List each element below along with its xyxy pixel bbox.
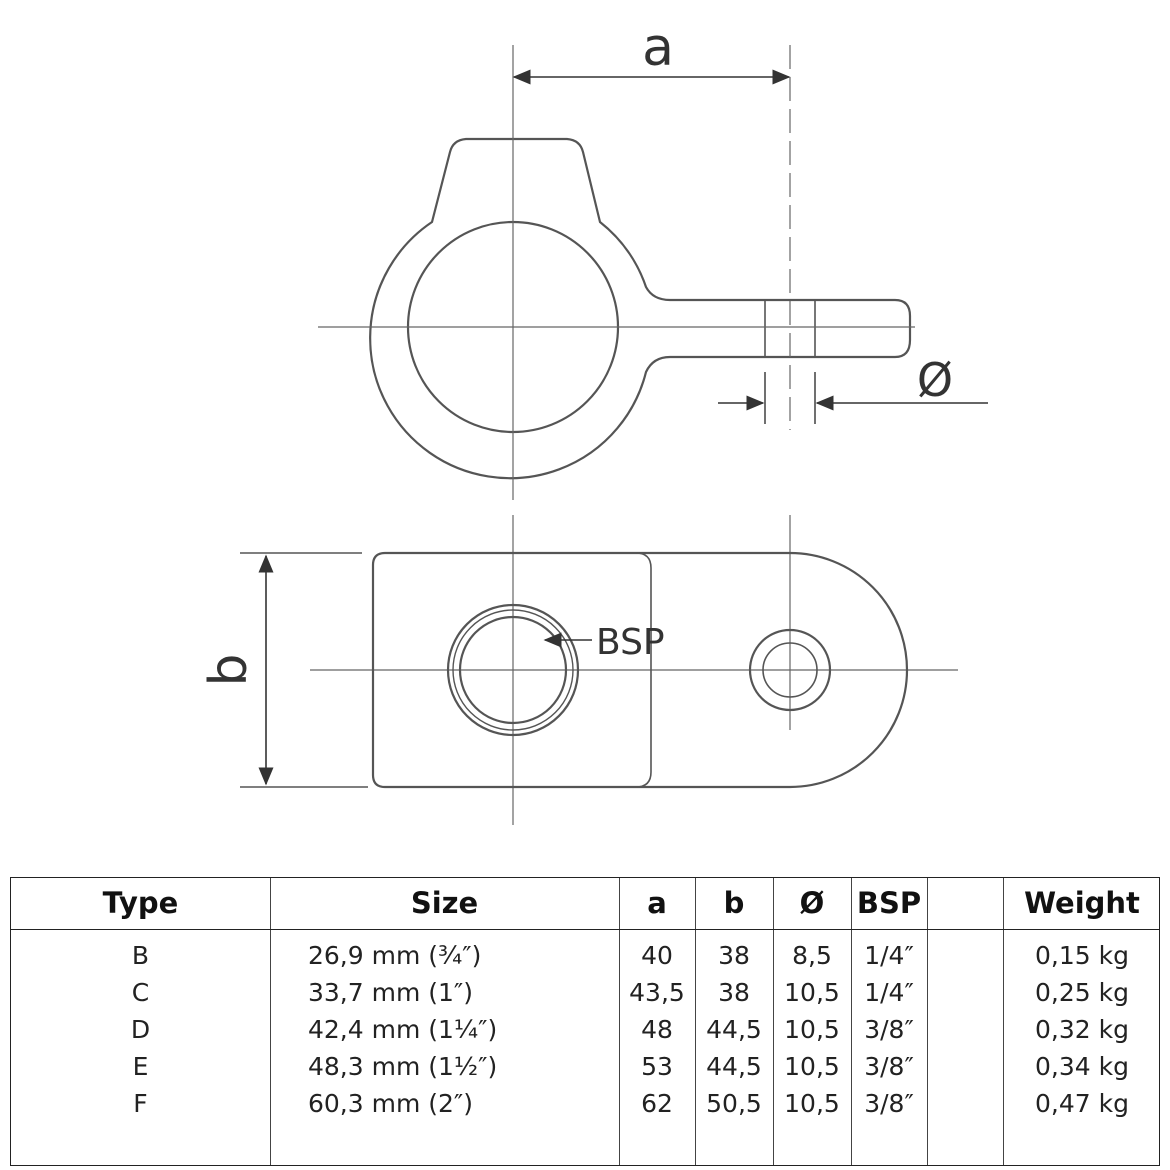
- cell-size: 60,3 mm (2″): [308, 1089, 474, 1118]
- cell-size: 26,9 mm (¾″): [308, 941, 482, 970]
- header-size: Size: [410, 886, 479, 920]
- cell-b: 50,5: [706, 1089, 762, 1118]
- cell-size: 33,7 mm (1″): [308, 978, 474, 1007]
- header-b: b: [723, 886, 745, 920]
- bsp-thread-inner: [458, 615, 568, 725]
- cell-phi: 10,5: [784, 1052, 840, 1081]
- cell-a: 53: [641, 1052, 673, 1081]
- header-type: Type: [102, 886, 179, 920]
- header-bsp: BSP: [856, 886, 922, 920]
- bsp-label: BSP: [596, 622, 665, 663]
- cell-bsp: 1/4″: [864, 941, 914, 970]
- cell-b: 44,5: [706, 1015, 762, 1044]
- top-view: [369, 137, 912, 480]
- cell-size: 48,3 mm (1½″): [308, 1052, 498, 1081]
- cell-a: 40: [641, 941, 673, 970]
- cell-bsp: 3/8″: [864, 1015, 914, 1044]
- dimension-phi: [718, 372, 988, 424]
- cell-weight: 0,34 kg: [1035, 1052, 1129, 1081]
- cell-weight: 0,25 kg: [1035, 978, 1129, 1007]
- cell-bsp: 3/8″: [864, 1089, 914, 1118]
- cell-b: 44,5: [706, 1052, 762, 1081]
- cell-phi: 10,5: [784, 1015, 840, 1044]
- dimension-a: a: [512, 18, 791, 85]
- cell-b: 38: [718, 978, 750, 1007]
- spec-table: Type Size a b Ø BSP Weight B 26,9 mm (¾″)…: [10, 877, 1160, 1166]
- header-weight: Weight: [1024, 886, 1140, 920]
- cell-phi: 10,5: [784, 978, 840, 1007]
- dimension-b-label: b: [199, 653, 259, 686]
- cell-size: 42,4 mm (1¼″): [308, 1015, 498, 1044]
- fixing-hole-inner: [762, 642, 818, 698]
- cell-b: 38: [718, 941, 750, 970]
- cell-bsp: 1/4″: [864, 978, 914, 1007]
- technical-drawing: a Ø BSP b: [199, 18, 988, 825]
- cell-bsp: 3/8″: [864, 1052, 914, 1081]
- fixing-hole-outer: [748, 628, 832, 712]
- cell-weight: 0,15 kg: [1035, 941, 1129, 970]
- cell-phi: 10,5: [784, 1089, 840, 1118]
- cell-phi: 8,5: [792, 941, 832, 970]
- cell-type: D: [130, 1015, 151, 1044]
- header-a: a: [647, 886, 667, 920]
- header-blank: [927, 878, 1003, 929]
- front-view-inner-step: [635, 552, 652, 788]
- front-view: [371, 551, 909, 789]
- bsp-thread-mid: [452, 609, 574, 731]
- cell-weight: 0,32 kg: [1035, 1015, 1129, 1044]
- cell-type: B: [131, 941, 150, 970]
- dimension-a-label: a: [642, 18, 674, 78]
- cell-type: C: [131, 978, 150, 1007]
- cell-weight: 0,47 kg: [1035, 1089, 1129, 1118]
- center-lines: [310, 45, 958, 825]
- header-phi: Ø: [799, 886, 825, 920]
- cell-type: F: [133, 1089, 148, 1118]
- cell-type: E: [132, 1052, 149, 1081]
- front-view-outline: [371, 551, 909, 789]
- cell-a: 62: [641, 1089, 673, 1118]
- cell-a: 43,5: [629, 978, 685, 1007]
- bsp-callout: BSP: [543, 622, 665, 663]
- dimension-b: b: [199, 552, 368, 788]
- top-view-outline: [369, 137, 912, 480]
- dimension-phi-label: Ø: [917, 353, 953, 407]
- cell-a: 48: [641, 1015, 673, 1044]
- bsp-thread-outer: [446, 603, 580, 737]
